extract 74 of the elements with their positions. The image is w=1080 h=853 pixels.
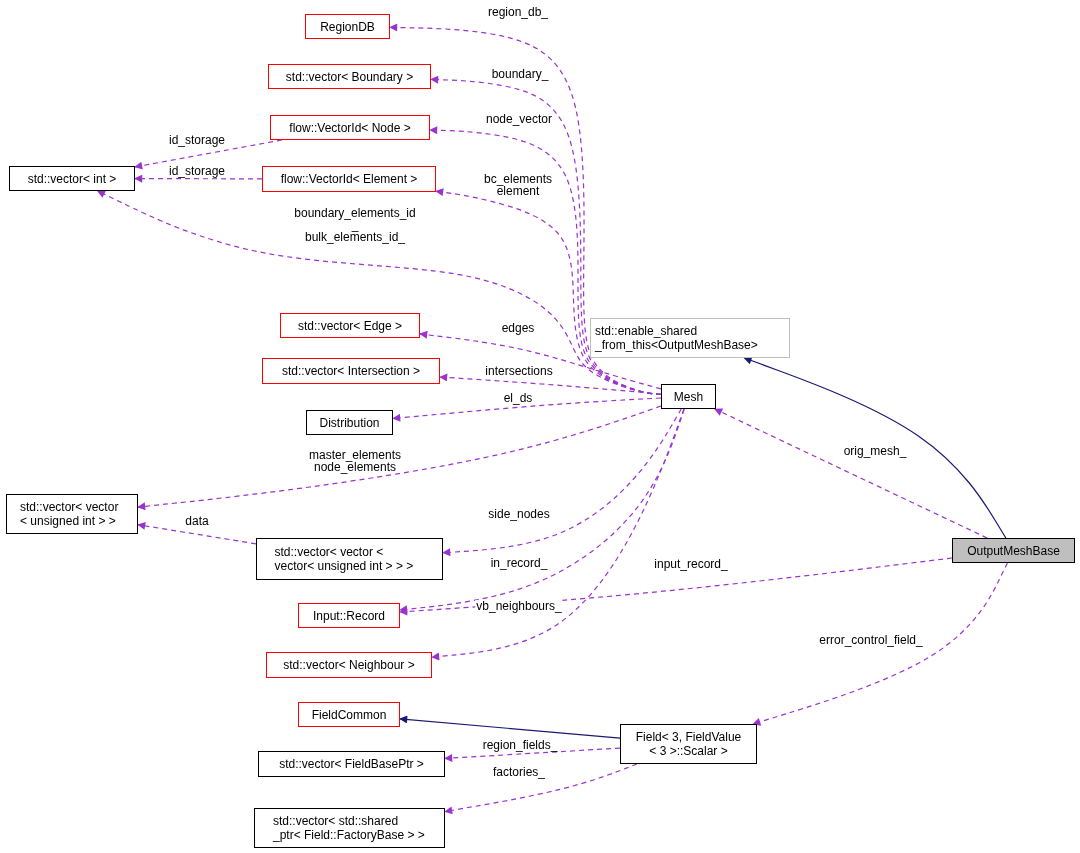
arrow — [137, 521, 257, 545]
arrow — [392, 397, 662, 422]
class-name: std::vector< FieldBasePtr > — [279, 757, 424, 771]
edge-label: region_fields_ — [481, 739, 559, 751]
arrow — [431, 408, 685, 661]
edge-label: id_storage — [168, 134, 226, 146]
arrow — [134, 174, 263, 183]
class-box — [9, 166, 135, 191]
arrow — [137, 405, 662, 511]
edge-label: boundary_elements_id _ bulk_elements_id_ — [293, 207, 417, 243]
edge-label: boundary_ — [490, 68, 550, 80]
arrow — [444, 763, 638, 815]
class-box — [6, 494, 138, 534]
class-name: std::vector< Edge > — [297, 318, 403, 333]
arrow — [714, 408, 988, 539]
class-box — [298, 603, 400, 628]
class-name: flow::VectorId< Element > — [280, 172, 418, 186]
class-name: std::enable_shared _from_this<OutputMeshBase> — [595, 324, 759, 352]
class-box — [661, 384, 716, 409]
edge-label: input_record_ — [653, 558, 729, 570]
arrow — [399, 715, 621, 739]
class-name: std::vector< int > — [27, 171, 117, 186]
edge-label: master_elements node_elements — [308, 449, 402, 473]
class-box — [262, 166, 436, 192]
class-box — [280, 313, 420, 338]
edge-label: intersections — [484, 365, 554, 377]
class-box — [258, 751, 445, 777]
class-name: std::vector< Intersection > — [281, 364, 421, 378]
class-box — [262, 358, 440, 384]
class-name: Distribution — [319, 415, 380, 430]
arrow — [743, 356, 1007, 539]
class-name: RegionDB — [320, 19, 375, 34]
class-box — [266, 652, 432, 678]
edge-label: node_vector — [485, 113, 553, 125]
arrow — [442, 408, 682, 557]
arrow — [419, 330, 662, 390]
edge-label: region_db_ — [486, 6, 550, 18]
class-box — [590, 318, 790, 358]
class-name: Mesh — [673, 389, 704, 404]
class-box — [256, 538, 443, 580]
class-name: FieldCommon — [311, 707, 387, 722]
edge-label: factories_ — [492, 766, 546, 778]
class-box — [620, 724, 757, 764]
edge-label: bc_elements element — [483, 173, 553, 197]
edge-label: el_ds — [502, 392, 534, 404]
edge-label: id_storage — [168, 165, 226, 177]
edge-label: edges — [500, 322, 536, 334]
class-name: Field< 3, FieldValue < 3 >::Scalar > — [634, 730, 743, 758]
class-box — [305, 14, 390, 39]
class-name: flow::VectorId< Node > — [289, 120, 411, 135]
class-box — [270, 115, 430, 140]
class-name: Input::Record — [312, 608, 385, 623]
arrow — [752, 562, 1008, 726]
class-box — [306, 410, 393, 435]
arrow — [399, 408, 685, 614]
edge-label: in_record_ — [489, 557, 549, 569]
edge-label: side_nodes — [487, 508, 551, 520]
class-name: std::vector< vector < vector< unsigned int > > > — [274, 545, 415, 573]
class-name: std::vector< Boundary > — [285, 69, 414, 84]
edge-label: error_control_field_ — [818, 634, 924, 646]
class-name: std::vector< Neighbour > — [283, 658, 415, 672]
class-box — [298, 702, 400, 727]
class-box — [268, 64, 431, 89]
class-name: std::vector< vector < unsigned int > > — [20, 500, 120, 528]
edge-label: vb_neighbours_ — [475, 600, 563, 612]
arrow — [444, 747, 621, 762]
class-name: OutputMeshBase — [967, 543, 1060, 558]
class-box — [254, 808, 445, 848]
class-name: std::vector< std::shared _ptr< Field::FactoryBase > > — [273, 814, 426, 842]
edge-label: orig_mesh_ — [842, 445, 908, 457]
edge-label: data — [184, 515, 210, 527]
arrow — [439, 373, 662, 395]
class-box — [952, 538, 1075, 563]
arrow — [399, 557, 953, 616]
